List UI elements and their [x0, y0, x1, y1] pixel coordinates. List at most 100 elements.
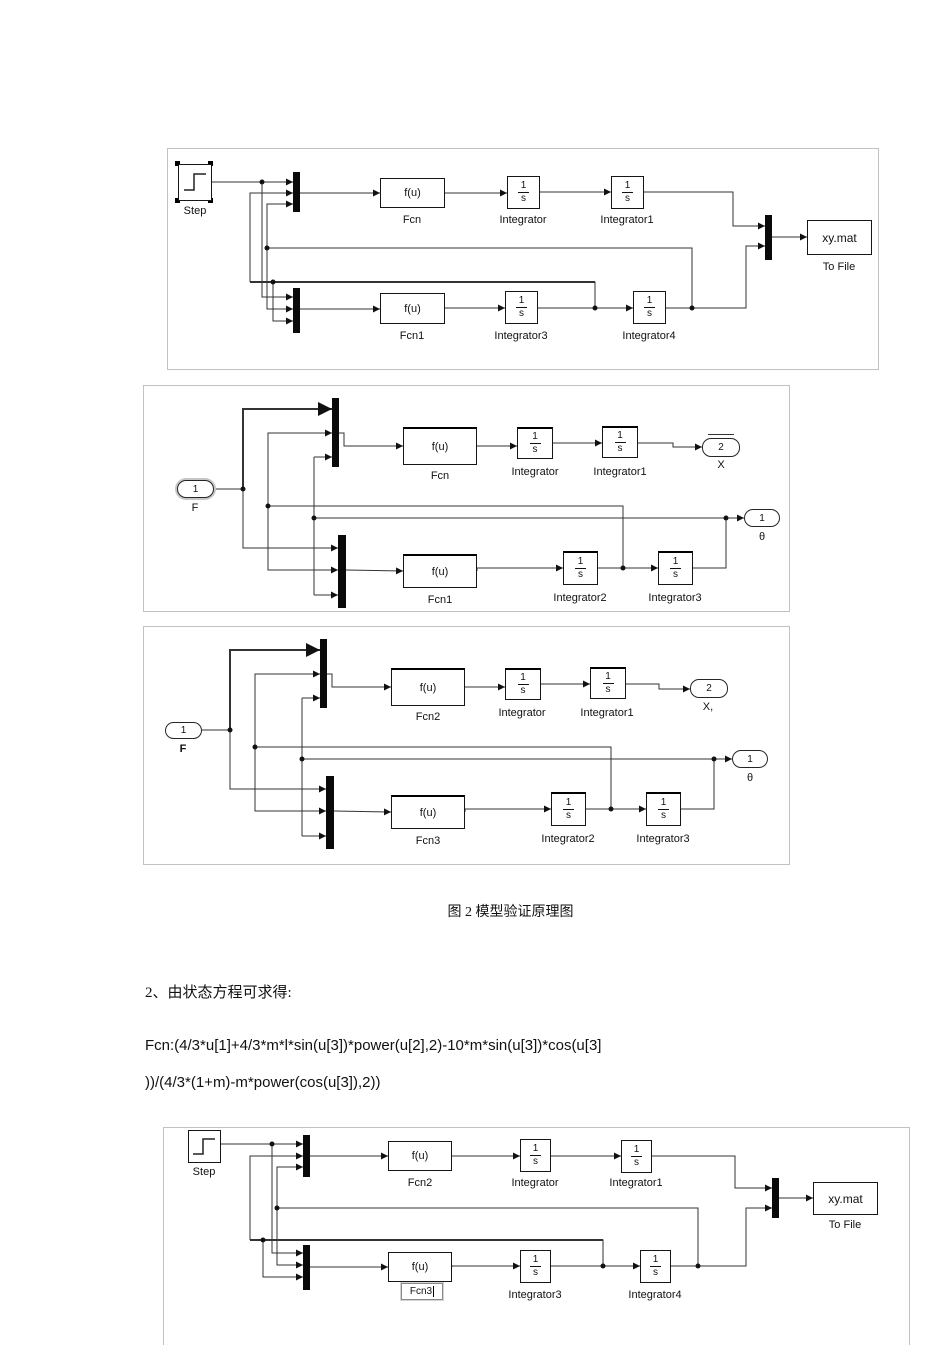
inport-number: 1 — [192, 483, 199, 495]
mux-bottom — [293, 288, 300, 333]
fcn-block: f(u) — [380, 178, 445, 208]
frac-den: s — [520, 685, 526, 696]
integrator3-label: Integrator3 — [636, 833, 690, 845]
mux-top — [293, 172, 300, 212]
fcn1-label: Fcn1 — [399, 330, 425, 342]
inport-block: 1 — [177, 480, 214, 498]
tofile-label: To File — [828, 1219, 862, 1231]
integrator1-label: Integrator1 — [600, 214, 654, 226]
fcn-expr: f(u) — [431, 440, 449, 453]
junction-dots — [260, 1141, 701, 1269]
inport-block: 1 — [165, 722, 202, 739]
diagram-4-wires — [220, 1135, 813, 1290]
wire-group — [202, 643, 732, 840]
integrator3-label: Integrator3 — [508, 1289, 562, 1301]
frac-num: 1 — [565, 797, 572, 808]
fcn-expr: f(u) — [404, 187, 421, 199]
fcn3-block: f(u) — [388, 1252, 452, 1282]
integrator-label: Integrator — [499, 214, 547, 226]
frac-num: 1 — [624, 180, 631, 191]
outport-theta-block: 1 — [732, 750, 768, 768]
tofile-label: To File — [822, 261, 856, 273]
diagram-3-wires — [202, 639, 732, 849]
tofile-filename: xy.mat — [828, 1191, 863, 1206]
fcn-block: f(u) — [403, 427, 477, 465]
frac-num: 1 — [532, 431, 538, 442]
frac-den: s — [578, 569, 583, 580]
mux-bars — [303, 1135, 779, 1290]
outport-theta-number: 1 — [759, 512, 765, 524]
frac-den: s — [634, 1157, 639, 1168]
frac-den: s — [617, 443, 623, 454]
frac-den: s — [625, 193, 630, 204]
frac-num: 1 — [646, 295, 653, 306]
fcn3-name-text: Fcn3 — [409, 1286, 433, 1297]
selection-mark — [708, 434, 734, 435]
frac-den: s — [533, 1156, 538, 1167]
frac-num: 1 — [633, 1144, 640, 1155]
inport-label: F — [179, 743, 187, 755]
outport-theta-label: θ — [746, 772, 754, 784]
frac-num: 1 — [520, 672, 526, 683]
section-heading: 2、由状态方程可求得: — [145, 985, 292, 1001]
frac-num: 1 — [672, 556, 679, 567]
integrator4-label: Integrator4 — [622, 330, 676, 342]
integrator3-label: Integrator3 — [494, 330, 548, 342]
fcn2-block: f(u) — [391, 668, 465, 706]
fcn1-block: f(u) — [403, 554, 477, 588]
integrator1-label: Integrator1 — [609, 1177, 663, 1189]
diagram-2-wires — [213, 398, 744, 608]
outport-x-label: X, — [702, 701, 714, 713]
integrator2-label: Integrator2 — [553, 592, 607, 604]
fcn-expr: f(u) — [419, 806, 437, 819]
mux-top — [320, 639, 327, 708]
frac-den: s — [521, 193, 526, 204]
step-label: Step — [183, 205, 207, 217]
frac-den: s — [661, 810, 666, 821]
mux-output — [765, 215, 772, 260]
outport-x-block: 2 — [690, 679, 728, 698]
selection-handle — [208, 161, 213, 166]
wire-group — [213, 402, 744, 599]
integrator1-label: Integrator1 — [593, 466, 647, 478]
fcn-expr: f(u) — [411, 1261, 429, 1273]
outport-x-block: 2 — [702, 438, 740, 457]
formula-line-2: ))/(4/3*(1+m)-m*power(cos(u[3]),2)) — [145, 1074, 381, 1091]
frac-den: s — [647, 308, 652, 319]
integrator3-label: Integrator3 — [648, 592, 702, 604]
junction-dots — [227, 727, 717, 812]
frac-num: 1 — [532, 1143, 539, 1154]
frac-num: 1 — [617, 430, 623, 441]
fcn1-label: Fcn1 — [427, 594, 453, 606]
frac-num: 1 — [660, 797, 667, 808]
integrator2-label: Integrator2 — [541, 833, 595, 845]
fcn3-block: f(u) — [391, 795, 465, 829]
frac-den: s — [532, 444, 538, 455]
fcn-expr: f(u) — [404, 302, 421, 315]
frac-num: 1 — [577, 556, 584, 567]
frac-num: 1 — [520, 180, 527, 191]
fcn-expr: f(u) — [431, 565, 449, 578]
inport-number: 1 — [180, 725, 187, 736]
mux-top — [303, 1135, 310, 1177]
mux-bottom — [326, 776, 334, 849]
fcn3-name-edit-field[interactable]: Fcn3 — [400, 1282, 444, 1301]
fcn2-block: f(u) — [388, 1141, 452, 1171]
mux-top — [332, 398, 339, 467]
frac-den: s — [533, 1267, 538, 1278]
integrator1-label: Integrator1 — [580, 707, 634, 719]
step-waveform-icon — [193, 1138, 215, 1155]
tofile-filename: xy.mat — [822, 230, 857, 245]
frac-num: 1 — [532, 1254, 539, 1265]
step-waveform-icon — [184, 173, 206, 191]
frac-den: s — [673, 569, 678, 580]
